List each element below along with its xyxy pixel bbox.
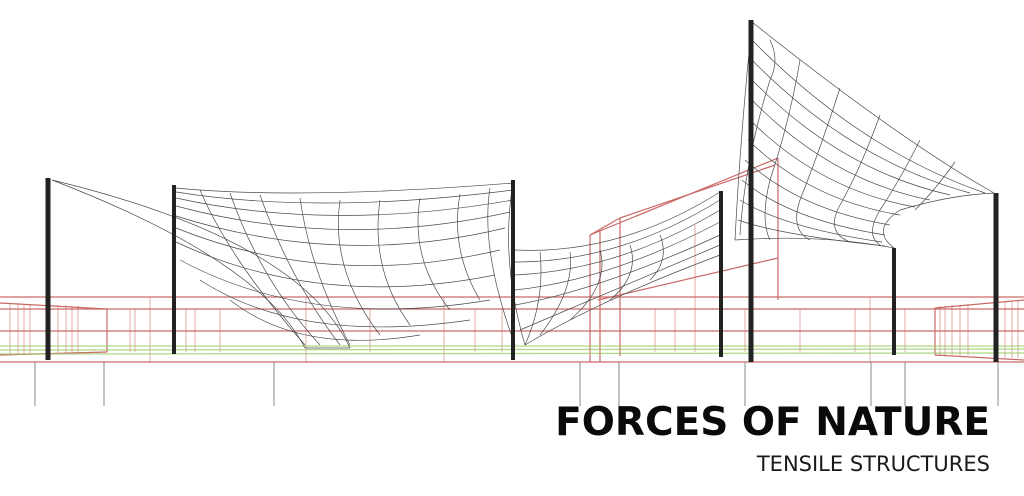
membrane-right [734,21,995,249]
title-block: FORCES OF NATURE TENSILE STRUCTURES [555,400,990,478]
masts [45,20,999,362]
foundation-lines [34,362,999,406]
membrane-middle [514,191,721,346]
main-title: FORCES OF NATURE [555,400,990,445]
subtitle: TENSILE STRUCTURES [756,452,990,476]
membrane-left [51,179,526,349]
building-frame [0,157,1024,363]
